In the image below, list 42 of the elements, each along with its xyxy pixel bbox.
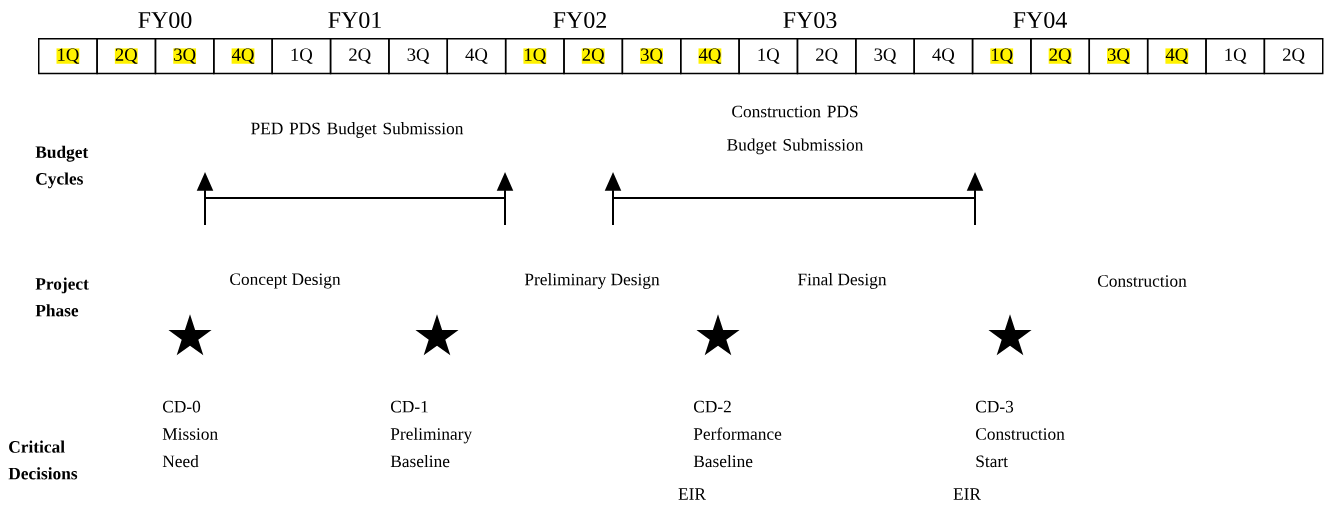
phase-label: Preliminary Design xyxy=(524,273,660,289)
budget-submission-label: Construction PDS Budget Submission xyxy=(727,105,864,155)
fiscal-year-label: FY02 xyxy=(553,11,606,29)
quarter-cell: 2Q xyxy=(563,38,624,75)
milestone-label: CD-3 Construction Start xyxy=(976,400,1065,468)
quarter-cell: 1Q xyxy=(1205,38,1266,75)
quarter-cell: 2Q xyxy=(796,38,857,75)
phase-label: Concept Design xyxy=(230,273,341,289)
quarter-cell: 4Q xyxy=(680,38,740,75)
quarter-cell: 4Q xyxy=(446,38,507,75)
quarter-cell: 3Q xyxy=(388,38,448,75)
phase-label: Construction xyxy=(1097,275,1187,287)
quarter-cell: 2Q xyxy=(1030,38,1090,75)
quarter-cell: 3Q xyxy=(1088,38,1149,75)
row-heading: Budget Cycles xyxy=(35,145,89,189)
budget-submission-label: PED PDS Budget Submission xyxy=(251,122,464,138)
quarter-cell: 1Q xyxy=(271,38,332,75)
review-label: EIR xyxy=(953,488,981,500)
quarter-cell: 4Q xyxy=(213,38,273,75)
quarter-cell: 1Q xyxy=(38,38,98,75)
quarter-cell: 1Q xyxy=(504,38,565,75)
milestone-label: CD-0 Mission Need xyxy=(162,400,218,468)
row-heading: Critical Decisions xyxy=(8,440,78,480)
quarter-cell: 2Q xyxy=(96,38,157,75)
fiscal-year-label: FY04 xyxy=(1013,11,1067,29)
fiscal-year-label: FY03 xyxy=(783,11,837,29)
quarter-cell: 4Q xyxy=(1146,38,1207,75)
quarter-cell: 1Q xyxy=(738,38,799,75)
milestone-label: CD-1 Preliminary Baseline xyxy=(390,400,473,468)
row-heading: Project Phase xyxy=(35,277,89,317)
milestone-label: CD-2 Performance Baseline xyxy=(693,400,782,468)
fiscal-year-label: FY01 xyxy=(328,11,381,29)
fiscal-year-label: FY00 xyxy=(138,11,192,29)
quarter-cell: 3Q xyxy=(855,38,915,75)
quarter-cell: 2Q xyxy=(329,38,390,75)
quarter-cell: 4Q xyxy=(913,38,974,75)
quarter-cell: 2Q xyxy=(1263,38,1324,75)
quarter-cell: 1Q xyxy=(971,38,1032,75)
phase-label: Final Design xyxy=(797,273,887,289)
review-label: EIR xyxy=(678,488,706,500)
quarter-cell: 3Q xyxy=(154,38,215,75)
quarter-cell: 3Q xyxy=(621,38,682,75)
